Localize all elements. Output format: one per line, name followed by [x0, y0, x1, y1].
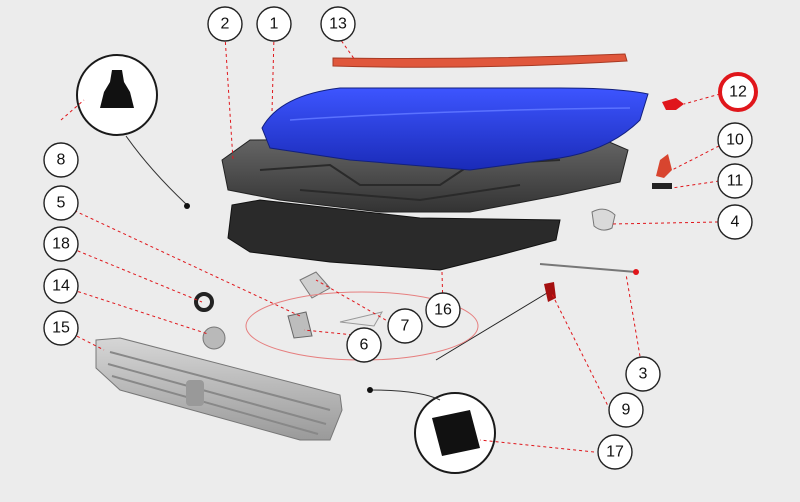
callout-7: 7 — [387, 308, 423, 344]
callout-number: 5 — [57, 195, 66, 212]
callout-number: 10 — [726, 132, 744, 149]
callout-13: 13 — [320, 6, 356, 42]
callout-8: 8 — [43, 142, 79, 178]
callout-18: 18 — [43, 226, 79, 262]
callout-ring — [207, 6, 243, 42]
callout-number: 9 — [622, 402, 631, 419]
seal-strip-part — [332, 53, 628, 68]
callout-11: 11 — [717, 163, 753, 199]
prop-rod-part — [539, 263, 637, 273]
zoom-tail-bump-stop — [125, 135, 187, 205]
latch-part — [299, 271, 331, 299]
callout-17: 17 — [597, 434, 633, 470]
zoom-point-clip — [367, 387, 373, 393]
callout-ring — [320, 6, 356, 42]
insulation-pad-part — [227, 199, 561, 271]
callout-number: 1 — [270, 16, 279, 33]
callout-ring — [387, 308, 423, 344]
callout-ring — [43, 142, 79, 178]
callout-6: 6 — [346, 327, 382, 363]
callout-1: 1 — [256, 6, 292, 42]
callout-14: 14 — [43, 268, 79, 304]
callout-16: 16 — [425, 292, 461, 328]
release-handle-part — [544, 282, 556, 302]
callout-number: 13 — [329, 16, 347, 33]
callout-ring — [597, 434, 633, 470]
callout-number: 2 — [221, 16, 230, 33]
callout-3: 3 — [625, 356, 661, 392]
grille-slats — [107, 351, 331, 435]
plate-part — [339, 311, 384, 327]
callout-4: 4 — [717, 204, 753, 240]
prop-rod-end — [633, 269, 639, 275]
clip-part — [591, 208, 616, 231]
release-cable-part — [435, 289, 553, 361]
callout-ring — [425, 292, 461, 328]
callout-number: 18 — [52, 236, 70, 253]
latch-bracket-part — [656, 154, 672, 178]
emblem-part — [202, 326, 226, 350]
lock-part — [287, 311, 313, 339]
callout-number: 4 — [731, 214, 740, 231]
callout-ring — [625, 356, 661, 392]
callout-15: 15 — [43, 310, 79, 346]
seal-ring-part — [194, 292, 214, 312]
callout-ring — [43, 226, 79, 262]
callout-ring — [717, 163, 753, 199]
callout-number: 3 — [639, 366, 648, 383]
hinge-bracket-part — [662, 98, 684, 110]
callout-9: 9 — [608, 392, 644, 428]
callout-number: 11 — [727, 173, 744, 190]
callout-number: 17 — [606, 444, 624, 461]
label-tag-part — [652, 183, 672, 189]
callout-ring — [43, 268, 79, 304]
leader-lines — [57, 35, 721, 453]
zoom-point-bump-stop — [184, 203, 190, 209]
callout-number: 16 — [434, 302, 452, 319]
callout-number: 14 — [52, 278, 70, 295]
zoom-tail-clip — [369, 389, 441, 401]
callout-number: 12 — [729, 84, 747, 101]
callout-ring — [717, 204, 753, 240]
grille-part — [95, 337, 343, 441]
clip-icon — [432, 410, 480, 456]
bump-stop-icon — [100, 70, 134, 108]
callout-2: 2 — [207, 6, 243, 42]
callout-5: 5 — [43, 185, 79, 221]
callout-ring — [608, 392, 644, 428]
callout-number: 7 — [401, 318, 410, 335]
callout-ring — [43, 185, 79, 221]
callout-number: 6 — [360, 337, 369, 354]
callout-ring — [43, 310, 79, 346]
callout-number: 15 — [52, 320, 70, 337]
callout-number: 8 — [57, 152, 66, 169]
callout-12: 12 — [718, 72, 758, 112]
callout-ring — [718, 72, 758, 112]
grille-badge — [186, 380, 204, 406]
callout-ring — [256, 6, 292, 42]
callout-10: 10 — [717, 122, 753, 158]
hood-crease — [289, 107, 631, 121]
callout-ring — [346, 327, 382, 363]
callout-ring — [717, 122, 753, 158]
